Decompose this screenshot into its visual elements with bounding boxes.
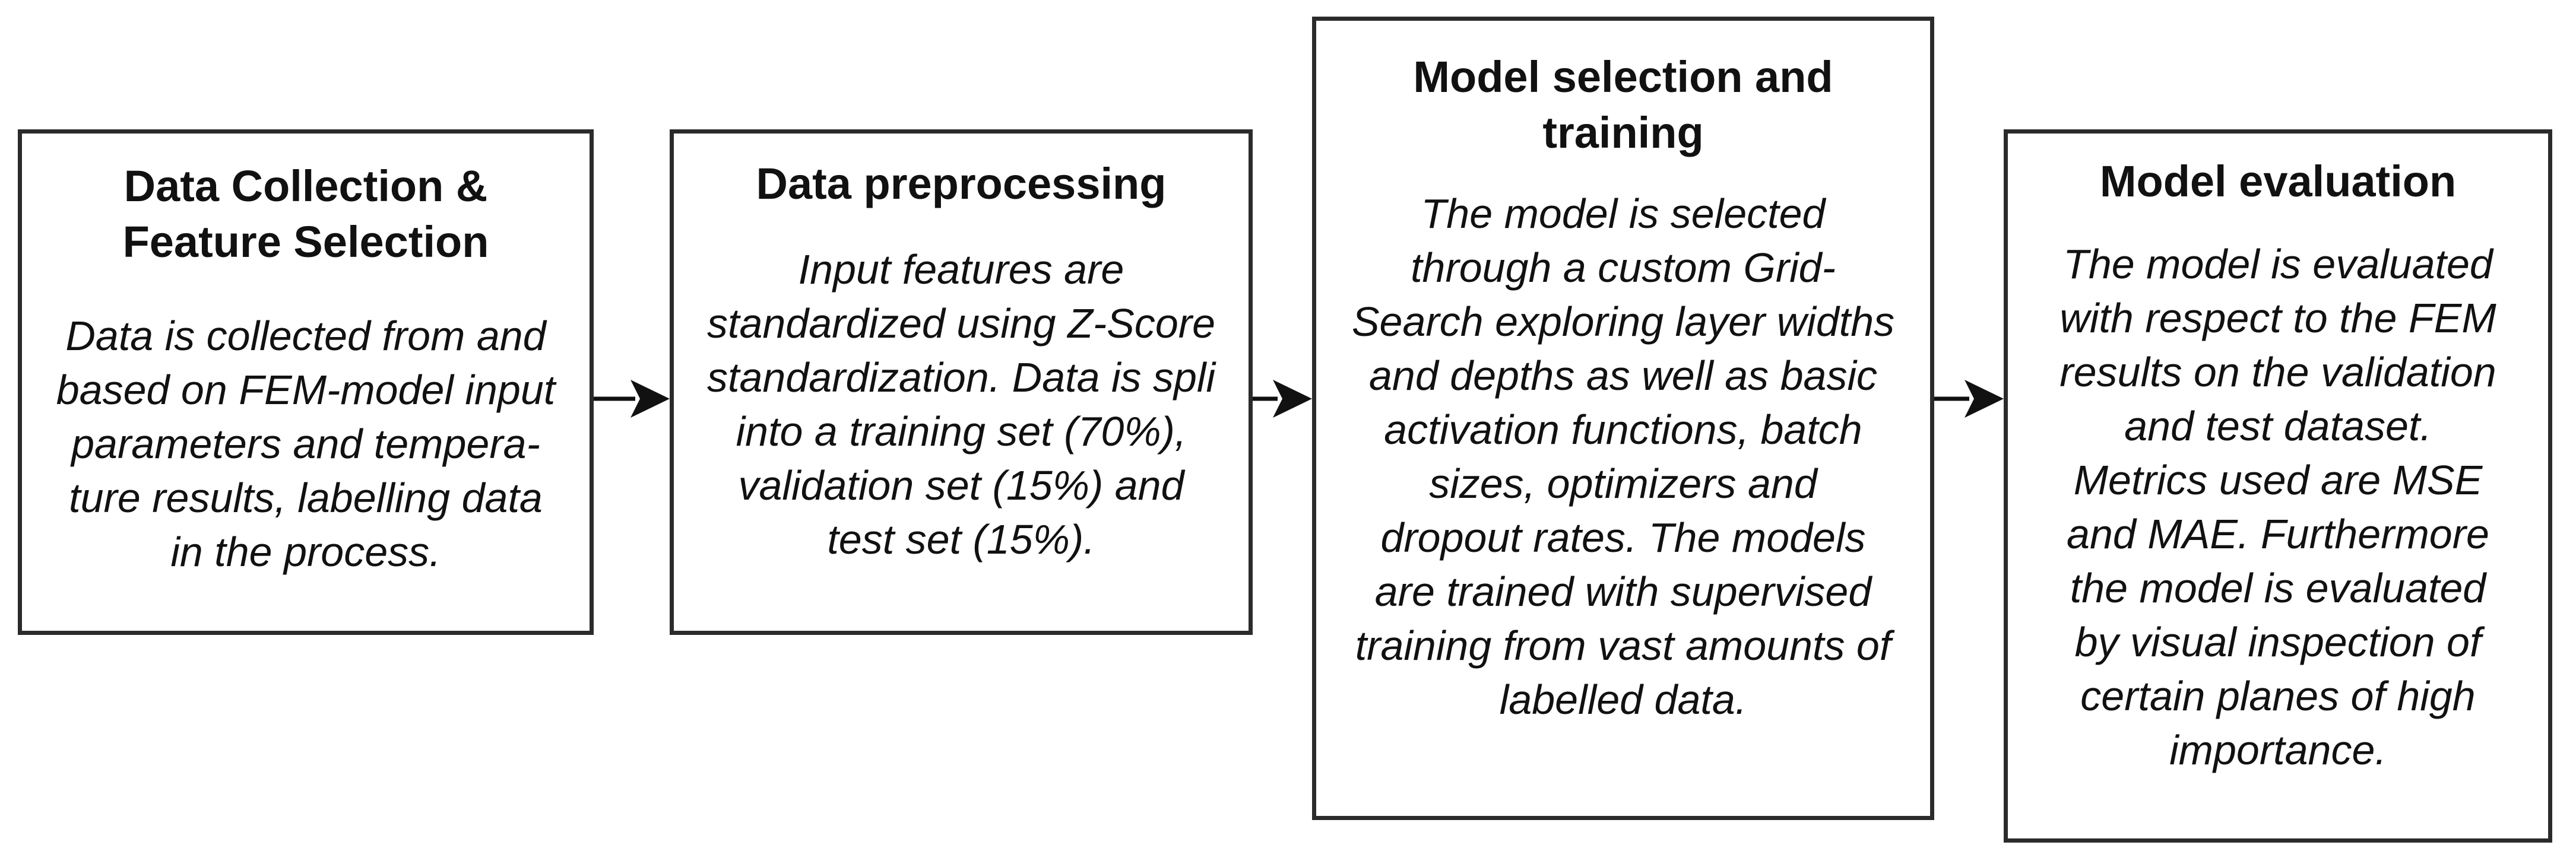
step-description-data-preprocessing: Input features are standardized using Z-… <box>707 246 1215 563</box>
step-box-data-collection: Data Collection & Feature Selection Data… <box>18 129 594 635</box>
arrow-preprocessing-to-model-selection <box>1253 380 1312 418</box>
step-description-model-selection: The model is selected through a custom G… <box>1351 190 1895 723</box>
step-title-data-collection: Data Collection & Feature Selection <box>122 161 489 266</box>
step-title-model-selection: Model selection and training <box>1413 52 1833 157</box>
step-box-model-selection: Model selection and training The model i… <box>1312 17 1934 820</box>
step-title-model-evaluation: Model evaluation <box>2099 157 2457 206</box>
step-description-model-evaluation: The model is evaluated with respect to t… <box>2059 241 2496 773</box>
step-description-data-collection: Data is collected from and based on FEM-… <box>56 313 556 575</box>
step-box-model-evaluation: Model evaluation The model is evaluated … <box>2004 129 2552 843</box>
step-box-data-preprocessing: Data preprocessing Input features are st… <box>670 129 1253 635</box>
step-title-data-preprocessing: Data preprocessing <box>756 159 1167 208</box>
arrow-collection-to-preprocessing <box>594 380 670 418</box>
arrow-model-selection-to-evaluation <box>1934 380 2004 418</box>
